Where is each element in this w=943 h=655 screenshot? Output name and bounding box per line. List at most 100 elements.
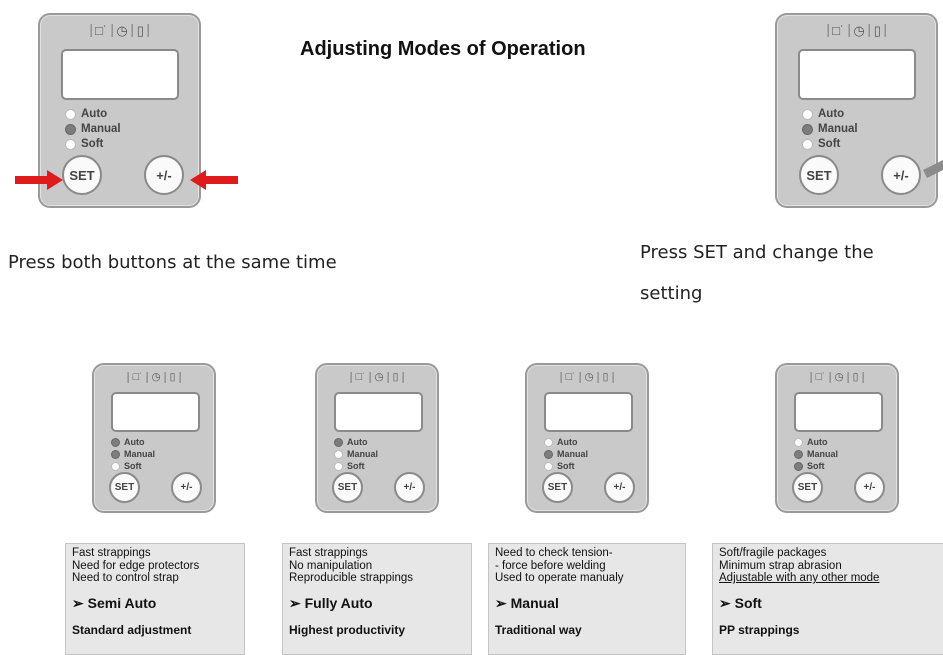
info-box-manual: Need to check tension- - force before we… — [488, 543, 686, 655]
info-box-semi-auto: Fast strappings Need for edge protectors… — [65, 543, 245, 655]
indicator-light — [111, 449, 120, 459]
clock-icon: ◷ — [829, 372, 847, 383]
indicator-light — [802, 138, 813, 150]
mode-auto: Auto — [65, 108, 107, 120]
strap-icon: □˙ — [560, 372, 580, 383]
indicator-light — [544, 437, 553, 447]
controller-panel-soft: □˙ ◷ ▯ Auto Manual Soft SET +/- — [775, 363, 899, 513]
display-screen — [544, 392, 633, 432]
controller-panel-top-right: □˙ ◷ ▯ Auto Manual Soft SET +/- — [775, 13, 938, 208]
info-line: Minimum strap abrasion — [719, 559, 842, 572]
mode-manual: Manual — [334, 449, 378, 459]
strap-icon: □˙ — [827, 24, 848, 37]
clock-icon: ◷ — [146, 372, 164, 383]
display-screen — [61, 49, 179, 100]
mode-soft: Soft — [794, 461, 825, 471]
mode-name: ➢ Fully Auto — [289, 594, 373, 611]
plus-minus-button[interactable]: +/- — [394, 472, 425, 503]
info-box-fully-auto: Fast strappings No manipulation Reproduc… — [282, 543, 472, 655]
info-line: No manipulation — [289, 559, 373, 572]
strap-icon: □˙ — [90, 24, 111, 37]
caption-right-line1: Press SET and change the — [640, 242, 874, 263]
controller-panel-fully-auto: □˙ ◷ ▯ Auto Manual Soft SET +/- — [315, 363, 439, 513]
indicator-light — [334, 461, 343, 471]
battery-icon: ▯ — [597, 372, 614, 383]
indicator-light — [111, 437, 120, 447]
indicator-light — [544, 461, 553, 471]
mode-manual: Manual — [65, 123, 121, 135]
info-line: Fast strappings — [72, 547, 151, 559]
info-line: Fast strappings — [289, 547, 368, 559]
indicator-light — [65, 108, 76, 120]
mode-auto: Auto — [334, 437, 368, 447]
mode-auto: Auto — [794, 437, 828, 447]
mode-soft: Soft — [65, 138, 103, 150]
info-line: Need to check tension- — [495, 547, 613, 559]
clock-icon: ◷ — [111, 24, 131, 37]
mode-name: ➢ Soft — [719, 594, 762, 611]
display-screen — [111, 392, 200, 432]
strap-icon: □˙ — [127, 372, 147, 383]
indicator-light — [111, 461, 120, 471]
mode-soft: Soft — [334, 461, 365, 471]
strap-icon: □˙ — [350, 372, 370, 383]
indicator-light — [65, 138, 76, 150]
caption-right-line2: setting — [640, 283, 703, 304]
set-button[interactable]: SET — [109, 472, 140, 503]
arrow-left-icon — [190, 170, 238, 190]
battery-icon: ▯ — [847, 372, 864, 383]
info-line: Need for edge protectors — [72, 559, 200, 572]
clock-icon: ◷ — [369, 372, 387, 383]
set-button[interactable]: SET — [799, 155, 839, 195]
status-icons: □˙ ◷ ▯ — [810, 372, 864, 383]
indicator-light — [544, 449, 553, 459]
clock-icon: ◷ — [848, 24, 868, 37]
info-box-soft: Soft/fragile packages Minimum strap abra… — [712, 543, 943, 655]
mode-description: Highest productivity — [289, 622, 406, 637]
set-button[interactable]: SET — [792, 472, 823, 503]
set-button[interactable]: SET — [62, 155, 102, 195]
mode-soft: Soft — [111, 461, 142, 471]
set-button[interactable]: SET — [332, 472, 363, 503]
battery-icon: ▯ — [131, 24, 149, 37]
display-screen — [794, 392, 883, 432]
arrow-right-icon — [15, 170, 63, 190]
set-button[interactable]: SET — [542, 472, 573, 503]
status-icons: □˙ ◷ ▯ — [90, 24, 149, 37]
plus-minus-button[interactable]: +/- — [171, 472, 202, 503]
mode-soft: Soft — [802, 138, 840, 150]
plus-minus-button[interactable]: +/- — [854, 472, 885, 503]
info-line: Adjustable with any other mode — [719, 572, 880, 584]
mode-description: Standard adjustment — [72, 622, 192, 637]
mode-description: Traditional way — [495, 622, 582, 637]
indicator-light — [794, 449, 803, 459]
indicator-light — [794, 437, 803, 447]
clock-icon: ◷ — [579, 372, 597, 383]
controller-panel-semi-auto: □˙ ◷ ▯ Auto Manual Soft SET +/- — [92, 363, 216, 513]
indicator-light — [794, 461, 803, 471]
display-screen — [334, 392, 423, 432]
info-line: - force before welding — [495, 559, 606, 572]
info-line: Soft/fragile packages — [719, 547, 827, 559]
mode-soft: Soft — [544, 461, 575, 471]
mode-auto: Auto — [544, 437, 578, 447]
info-line: Need to control strap — [72, 572, 179, 584]
mode-name: ➢ Semi Auto — [72, 594, 157, 611]
battery-icon: ▯ — [387, 372, 404, 383]
status-icons: □˙ ◷ ▯ — [827, 24, 886, 37]
status-icons: □˙ ◷ ▯ — [560, 372, 614, 383]
strap-icon: □˙ — [810, 372, 830, 383]
page-title: Adjusting Modes of Operation — [300, 38, 586, 60]
plus-minus-button[interactable]: +/- — [604, 472, 635, 503]
plus-minus-button[interactable]: +/- — [881, 155, 921, 195]
mode-manual: Manual — [794, 449, 838, 459]
status-icons: □˙ ◷ ▯ — [350, 372, 404, 383]
plus-minus-button[interactable]: +/- — [144, 155, 184, 195]
indicator-light — [334, 449, 343, 459]
mode-manual: Manual — [111, 449, 155, 459]
battery-icon: ▯ — [164, 372, 181, 383]
indicator-light — [334, 437, 343, 447]
indicator-light — [802, 108, 813, 120]
controller-panel-top-left: □˙ ◷ ▯ Auto Manual Soft SET +/- — [38, 13, 201, 208]
display-screen — [798, 49, 916, 100]
